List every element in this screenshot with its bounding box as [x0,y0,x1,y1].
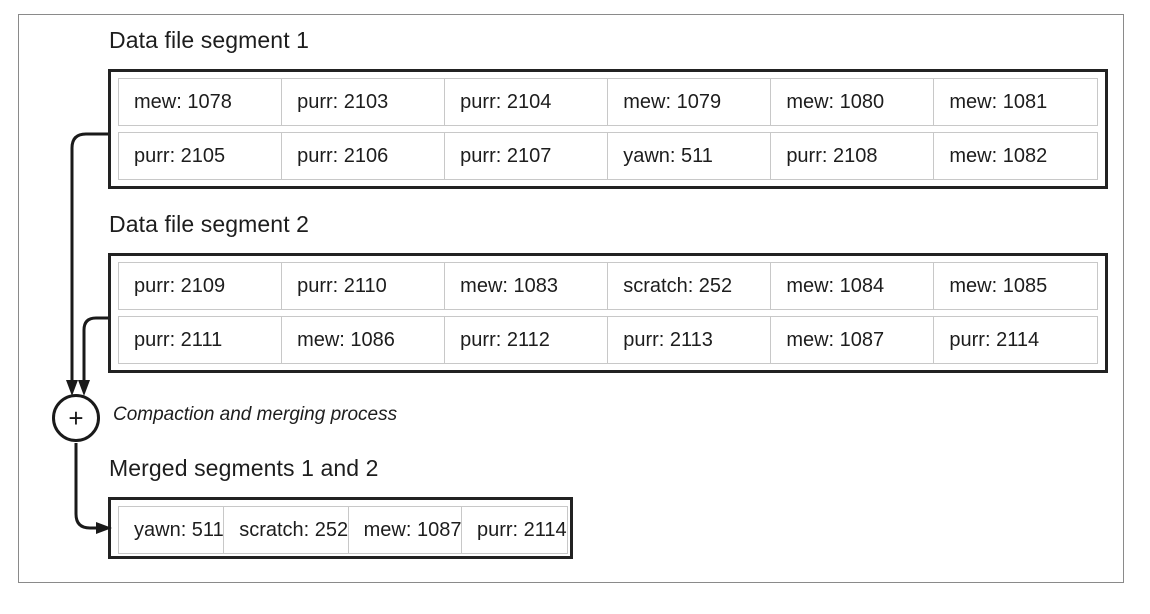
list-item: scratch: 252 [607,262,772,310]
list-item: purr: 2112 [444,316,609,364]
list-item: purr: 2106 [281,132,446,180]
segment-1-title: Data file segment 1 [109,27,310,53]
list-item: purr: 2108 [770,132,935,180]
table-row: purr: 2111 mew: 1086 purr: 2112 purr: 21… [118,316,1098,364]
list-item: mew: 1087 [770,316,935,364]
list-item: purr: 2104 [444,78,609,126]
list-item: purr: 2111 [118,316,283,364]
merge-node-plus-icon: + [52,394,100,442]
table-row: mew: 1078 purr: 2103 purr: 2104 mew: 107… [118,78,1098,126]
table-row: yawn: 511 scratch: 252 mew: 1087 purr: 2… [118,506,568,554]
list-item: purr: 2105 [118,132,283,180]
list-item: mew: 1087 [347,506,463,554]
merged-segments-box: yawn: 511 scratch: 252 mew: 1087 purr: 2… [108,497,573,559]
list-item: purr: 2103 [281,78,446,126]
list-item: mew: 1081 [933,78,1098,126]
list-item: mew: 1078 [118,78,283,126]
list-item: scratch: 252 [223,506,350,554]
list-item: yawn: 511 [607,132,772,180]
list-item: yawn: 511 [118,506,225,554]
process-label: Compaction and merging process [113,404,398,425]
list-item: mew: 1086 [281,316,446,364]
list-item: purr: 2110 [281,262,446,310]
segment-2-title: Data file segment 2 [109,211,310,237]
list-item: mew: 1084 [770,262,935,310]
list-item: mew: 1079 [607,78,772,126]
table-row: purr: 2105 purr: 2106 purr: 2107 yawn: 5… [118,132,1098,180]
table-row: purr: 2109 purr: 2110 mew: 1083 scratch:… [118,262,1098,310]
segment-2-box: purr: 2109 purr: 2110 mew: 1083 scratch:… [108,253,1108,373]
list-item: purr: 2114 [460,506,568,554]
plus-symbol: + [68,403,84,433]
merged-segments-title: Merged segments 1 and 2 [109,455,379,481]
list-item: mew: 1083 [444,262,609,310]
list-item: purr: 2114 [933,316,1098,364]
list-item: mew: 1085 [933,262,1098,310]
list-item: purr: 2113 [607,316,772,364]
list-item: purr: 2107 [444,132,609,180]
list-item: purr: 2109 [118,262,283,310]
segment-1-box: mew: 1078 purr: 2103 purr: 2104 mew: 107… [108,69,1108,189]
list-item: mew: 1080 [770,78,935,126]
list-item: mew: 1082 [933,132,1098,180]
